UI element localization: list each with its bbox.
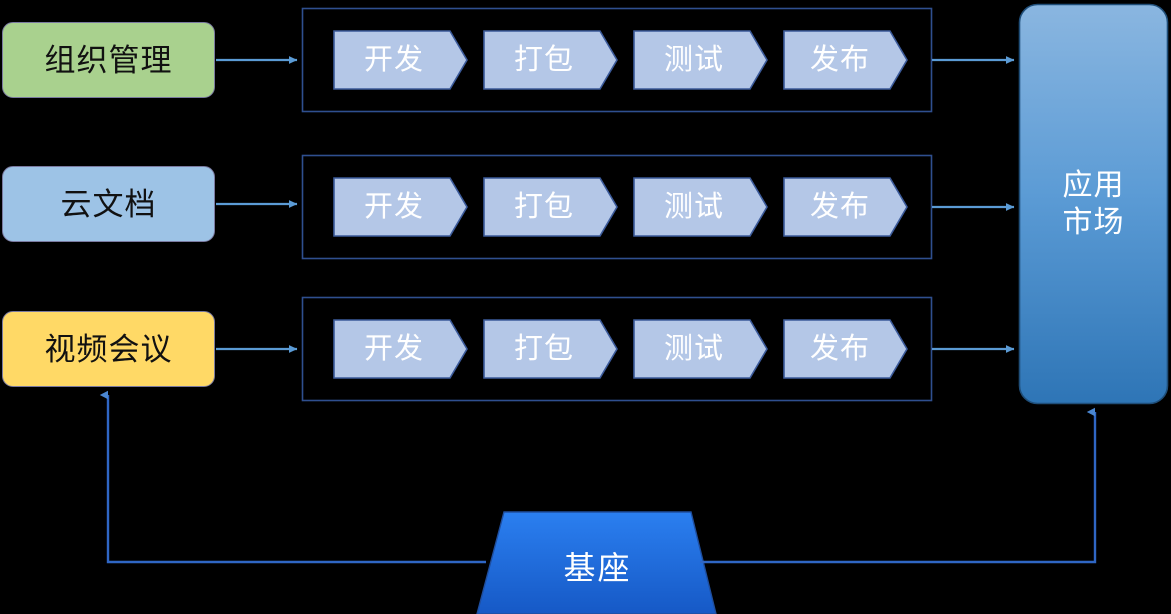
- app-box-label: 组织管理: [44, 42, 173, 78]
- pipeline-container-video-meeting[interactable]: [301, 296, 933, 402]
- stage-chevron-test-row2[interactable]: [633, 177, 768, 237]
- stage-chevron-release-row1[interactable]: [783, 30, 908, 90]
- stage-chevron-test-row3[interactable]: [633, 319, 768, 379]
- app-box-org-management[interactable]: 组织管理: [2, 22, 215, 98]
- stage-chevron-release-row3[interactable]: [783, 319, 908, 379]
- stage-chevron-test-row1[interactable]: [633, 30, 768, 90]
- stage-chevron-release-row2[interactable]: [783, 177, 908, 237]
- app-box-video-meeting[interactable]: 视频会议: [2, 311, 215, 387]
- base-platform-shape[interactable]: [476, 511, 717, 614]
- stage-chevron-package-row2[interactable]: [483, 177, 618, 237]
- app-box-cloud-doc[interactable]: 云文档: [2, 166, 215, 242]
- app-box-label: 云文档: [60, 186, 157, 222]
- stage-chevron-develop-row3[interactable]: [333, 319, 468, 379]
- stage-chevron-package-row3[interactable]: [483, 319, 618, 379]
- pipeline-container-cloud-doc[interactable]: [301, 154, 933, 260]
- app-market-shape[interactable]: [1018, 3, 1169, 405]
- app-box-label: 视频会议: [44, 331, 173, 367]
- stage-chevron-develop-row1[interactable]: [333, 30, 468, 90]
- stage-chevron-package-row1[interactable]: [483, 30, 618, 90]
- connector-base-to-video: [99, 390, 486, 564]
- stage-chevron-develop-row2[interactable]: [333, 177, 468, 237]
- pipeline-container-org-management[interactable]: [301, 7, 933, 113]
- connector-base-to-market: [700, 407, 1097, 564]
